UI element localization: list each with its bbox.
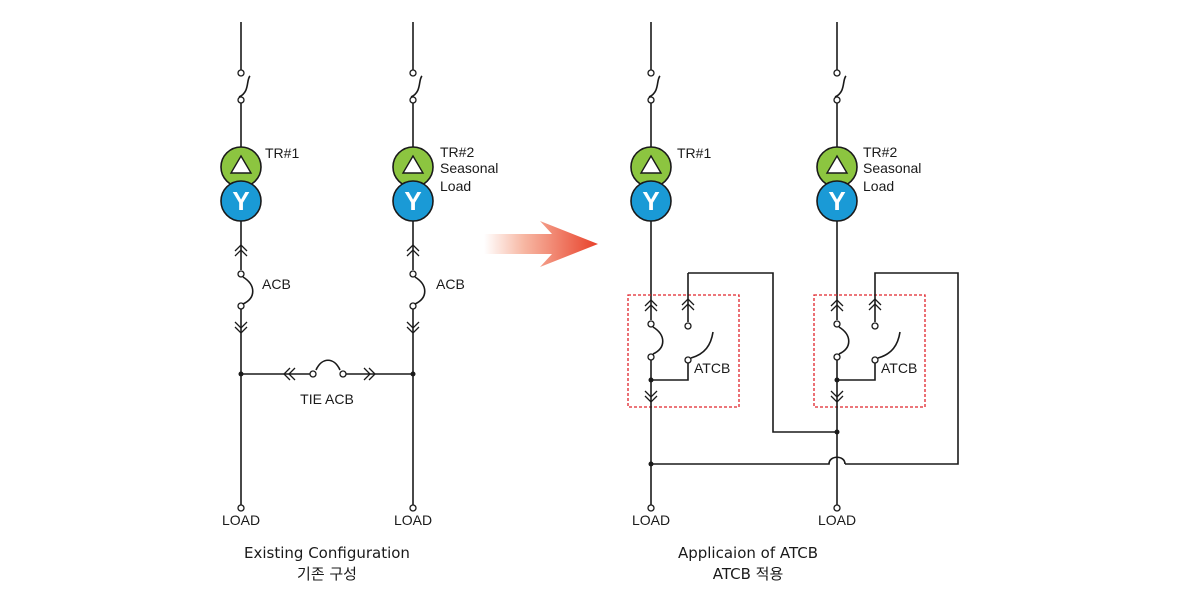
feeder-2: Y TR#2 Seasonal Load ACB LOAD <box>392 22 498 528</box>
atcb-1-box <box>627 294 740 408</box>
tr2-seasonal: Seasonal <box>863 160 921 176</box>
caption-existing-en: Existing Configuration <box>244 544 410 562</box>
tie-acb-label: TIE ACB <box>300 391 354 407</box>
tr1-label: TR#1 <box>265 145 299 161</box>
atcb-configuration: Y TR#1 ATCB LOAD <box>627 22 959 583</box>
cross-tie-line <box>651 456 846 465</box>
load-1-label: LOAD <box>222 512 260 528</box>
load-2-label: LOAD <box>818 512 856 528</box>
tr2-label: TR#2 <box>440 144 474 160</box>
atcb-feeder-2: Y TR#2 Seasonal Load ATCB LOAD <box>813 22 959 528</box>
transformer-1: Y <box>630 146 672 222</box>
wye-symbol: Y <box>642 186 659 216</box>
caption-existing-ko: 기존 구성 <box>297 565 357 583</box>
wye-symbol: Y <box>232 186 249 216</box>
acb-2-label: ACB <box>436 276 465 292</box>
atcb-feeder-1: Y TR#1 ATCB LOAD <box>627 22 837 528</box>
tr2-seasonal: Seasonal <box>440 160 498 176</box>
load-1-label: LOAD <box>632 512 670 528</box>
feeder-1: Y TR#1 ACB LOAD <box>220 22 299 528</box>
atcb-2-box <box>813 294 926 408</box>
transformer-1: Y <box>220 146 262 222</box>
tr1-label: TR#1 <box>677 145 711 161</box>
tr2-load: Load <box>863 178 894 194</box>
atcb-2-label: ATCB <box>881 360 917 376</box>
wye-symbol: Y <box>404 186 421 216</box>
caption-atcb-ko: ATCB 적용 <box>713 565 784 583</box>
load-2-label: LOAD <box>394 512 432 528</box>
atcb-1-label: ATCB <box>694 360 730 376</box>
transformer-2: Y <box>392 146 434 222</box>
acb-1-label: ACB <box>262 276 291 292</box>
wye-symbol: Y <box>828 186 845 216</box>
tr2-load: Load <box>440 178 471 194</box>
tie-acb: TIE ACB <box>241 359 413 407</box>
transformer-2: Y <box>816 146 858 222</box>
caption-atcb-en: Applicaion of ATCB <box>678 544 818 562</box>
transition-arrow <box>484 221 598 267</box>
tr2-label: TR#2 <box>863 144 897 160</box>
existing-configuration: Y TR#1 ACB LOAD Y <box>220 22 498 583</box>
